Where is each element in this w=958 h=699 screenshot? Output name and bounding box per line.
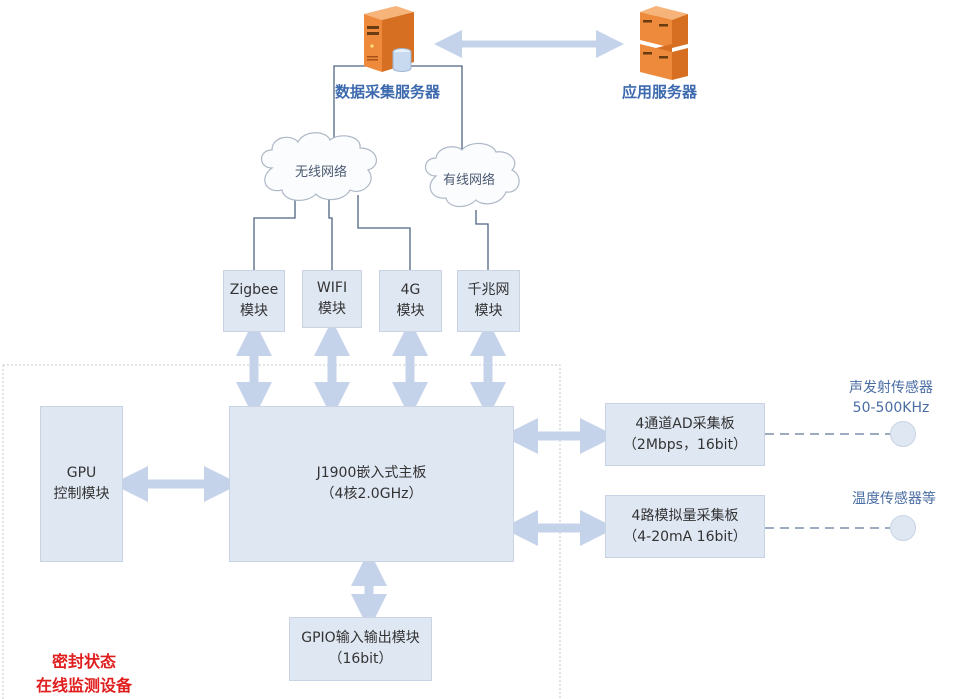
zigbee-module-name: Zigbee — [229, 282, 279, 298]
gpio-label: GPIO输入输出模块 — [301, 630, 420, 646]
ad-board-spec: （2Mbps，16bit） — [622, 436, 748, 453]
ad-board-label: 4通道AD采集板 — [635, 415, 735, 432]
device-title: 密封状态 在线监测设备 — [18, 650, 150, 698]
gigabit-module-name: 千兆网 — [467, 282, 510, 298]
analog-acquisition-board: 4路模拟量采集板 （4-20mA 16bit） — [605, 495, 765, 558]
device-boundary — [2, 364, 561, 699]
acoustic-sensor-name: 声发射传感器 — [849, 380, 933, 396]
temperature-sensor-node-icon — [890, 515, 916, 541]
server-rack-icon — [640, 6, 688, 80]
acoustic-sensor-range: 50-500KHz — [852, 400, 930, 416]
wire-wired-gigabit — [475, 210, 489, 270]
wire-wireless-wifi — [328, 200, 333, 270]
server-with-database-icon — [364, 6, 414, 72]
zigbee-module-suffix: 模块 — [240, 303, 268, 319]
device-title-line1: 密封状态 — [51, 652, 116, 671]
data-collection-server-label: 数据采集服务器 — [335, 83, 441, 101]
mainboard-label: J1900嵌入式主板 — [316, 465, 427, 481]
acoustic-sensor-node-icon — [890, 421, 916, 447]
ad-acquisition-board: 4通道AD采集板 （2Mbps，16bit） — [605, 403, 765, 466]
wire-wireless-zigbee — [253, 200, 296, 270]
wire-server-wired — [410, 65, 463, 150]
analog-board-label: 4路模拟量采集板 — [631, 507, 739, 524]
cloud-wireless-icon — [260, 132, 377, 201]
gpu-control-module: GPU 控制模块 — [40, 406, 123, 562]
device-title-line2: 在线监测设备 — [35, 676, 132, 695]
wire-wireless-4g — [357, 195, 411, 270]
application-server-label: 应用服务器 — [622, 83, 698, 101]
gpio-spec: （16bit） — [328, 651, 393, 667]
acoustic-sensor-label: 声发射传感器 50-500KHz — [836, 378, 946, 418]
temperature-sensor-label: 温度传感器等 — [852, 491, 936, 507]
cloud-wired-icon — [424, 142, 520, 208]
wifi-module-name: WIFI — [316, 280, 348, 296]
gigabit-module-suffix: 模块 — [474, 303, 503, 319]
j1900-mainboard: J1900嵌入式主板 （4核2.0GHz） — [229, 406, 514, 562]
zigbee-module: Zigbee 模块 — [223, 270, 285, 332]
4g-module-name: 4G — [400, 282, 421, 298]
wifi-module-suffix: 模块 — [318, 301, 346, 317]
gpio-io-module: GPIO输入输出模块 （16bit） — [289, 617, 432, 681]
gigabit-module: 千兆网 模块 — [457, 270, 520, 332]
gpu-label: GPU — [66, 465, 97, 481]
gpu-sub-label: 控制模块 — [53, 486, 110, 502]
analog-board-spec: （4-20mA 16bit） — [623, 528, 747, 545]
wireless-network-label: 无线网络 — [295, 165, 348, 180]
4g-module: 4G 模块 — [379, 270, 442, 332]
wifi-module: WIFI 模块 — [302, 270, 362, 328]
wire-server-wireless — [333, 65, 378, 140]
mainboard-spec: （4核2.0GHz） — [320, 486, 423, 502]
wired-network-label: 有线网络 — [443, 173, 496, 188]
4g-module-suffix: 模块 — [396, 303, 425, 319]
